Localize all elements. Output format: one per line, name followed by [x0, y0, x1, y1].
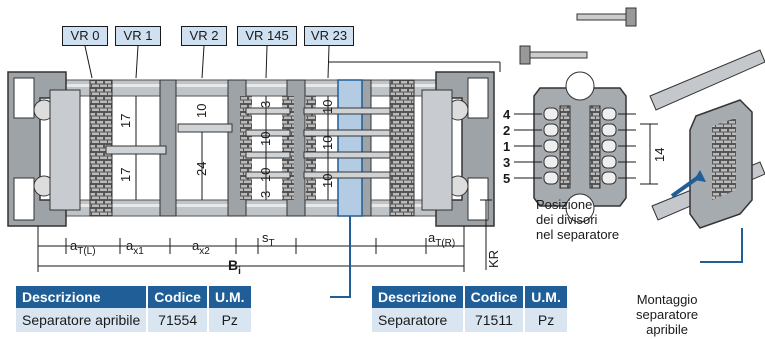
position-number: 2 [503, 123, 510, 138]
left-end-profile [7, 71, 81, 227]
vr-tag-145: VR 145 [237, 26, 297, 46]
dividers [105, 107, 391, 179]
bottom-dim-texts: aT(L) ax1 ax2 sT aT(R) Bi KR [70, 230, 501, 277]
table-header: U.M. [207, 286, 251, 308]
table-cell: Separatore apribile [16, 308, 149, 332]
table-header: Codice [147, 286, 209, 308]
dim-17-bottom: 17 [118, 168, 133, 182]
dim-kr: KR [486, 250, 501, 268]
table-leader [330, 216, 351, 298]
dim-10-d: 10 [320, 100, 335, 114]
dim-a-x1: ax1 [126, 238, 144, 257]
table-row: Separatore 71511 Pz [372, 308, 567, 332]
table-header: Codice [463, 286, 526, 308]
dim-10-b: 10 [258, 132, 273, 146]
mounting-leader [700, 228, 743, 263]
dim-a-tr: aT(R) [428, 230, 455, 249]
dim-10-f: 10 [320, 174, 335, 188]
separators [89, 79, 415, 217]
vr-tag-23: VR 23 [304, 26, 354, 46]
table-separatore-apribile: Descrizione Codice U.M. Separatore aprib… [16, 286, 251, 332]
dim-3-b: 3 [258, 191, 273, 198]
dim-10-a: 10 [194, 104, 209, 118]
vr-tag-2: VR 2 [181, 26, 227, 46]
dim-10-e: 10 [320, 136, 335, 150]
dim-10-c: 10 [258, 168, 273, 182]
bottom-dim-lines [37, 199, 492, 272]
table-header: Descrizione [16, 286, 149, 308]
position-number: 1 [503, 139, 510, 154]
vr-tag-1: VR 1 [115, 26, 161, 46]
table-cell: Pz [207, 308, 251, 332]
dim-s-t: sT [262, 230, 275, 249]
table-row: Separatore apribile 71554 Pz [16, 308, 251, 332]
dim-3-a: 3 [258, 101, 273, 108]
dim-17-top: 17 [118, 114, 133, 128]
table-cell: 71511 [463, 308, 526, 332]
vr-leaders [84, 45, 501, 79]
table-header: Descrizione [372, 286, 465, 308]
table-cell: Pz [524, 308, 567, 332]
dim-a-x2: ax2 [192, 238, 210, 257]
table-cell: Separatore [372, 308, 465, 332]
table-header: U.M. [524, 286, 567, 308]
right-end-profile [421, 71, 495, 227]
position-number: 5 [503, 171, 510, 186]
dim-bi: Bi [228, 257, 241, 277]
position-number: 3 [503, 155, 510, 170]
position-number: 4 [503, 107, 511, 122]
mounting-label: Montaggio separatore apribile [636, 292, 699, 337]
separator-detail [514, 7, 658, 223]
vr-tag-0: VR 0 [62, 26, 108, 46]
table-separatore: Descrizione Codice U.M. Separatore 71511… [372, 286, 567, 332]
mounting-illustration [649, 49, 765, 229]
dim-14: 14 [652, 148, 667, 162]
position-numbers: 4 2 1 3 5 [503, 107, 511, 186]
position-label: Posizione dei divisori nel separatore [536, 197, 620, 242]
table-cell: 71554 [147, 308, 209, 332]
inner-dim-lines [135, 96, 329, 200]
inner-dim-texts: 17 17 24 10 10 10 10 10 10 3 3 [118, 100, 335, 198]
dim-24: 24 [194, 162, 209, 176]
dim-a-tl: aT(L) [70, 238, 96, 257]
